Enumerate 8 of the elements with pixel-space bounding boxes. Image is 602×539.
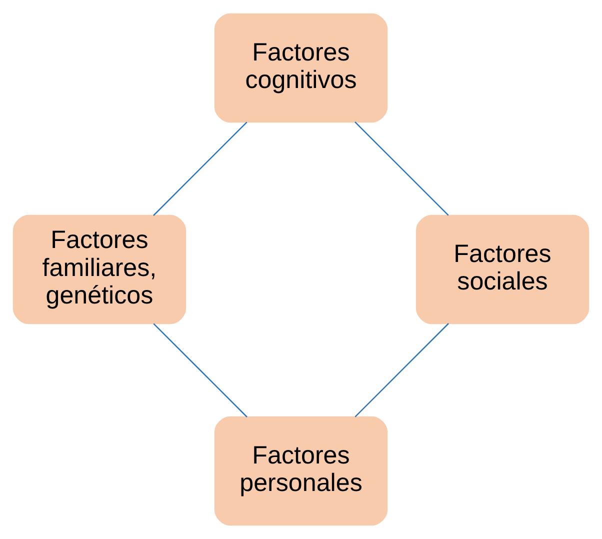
node-box: Factores cognitivos (214, 13, 388, 123)
connector (354, 122, 449, 216)
connector (153, 122, 248, 216)
node-box: Factores sociales (416, 214, 590, 324)
node-box: Factores familiares, genéticos (12, 214, 186, 324)
connector (153, 323, 248, 418)
node-box: Factores personales (214, 416, 388, 526)
connector (354, 323, 449, 418)
